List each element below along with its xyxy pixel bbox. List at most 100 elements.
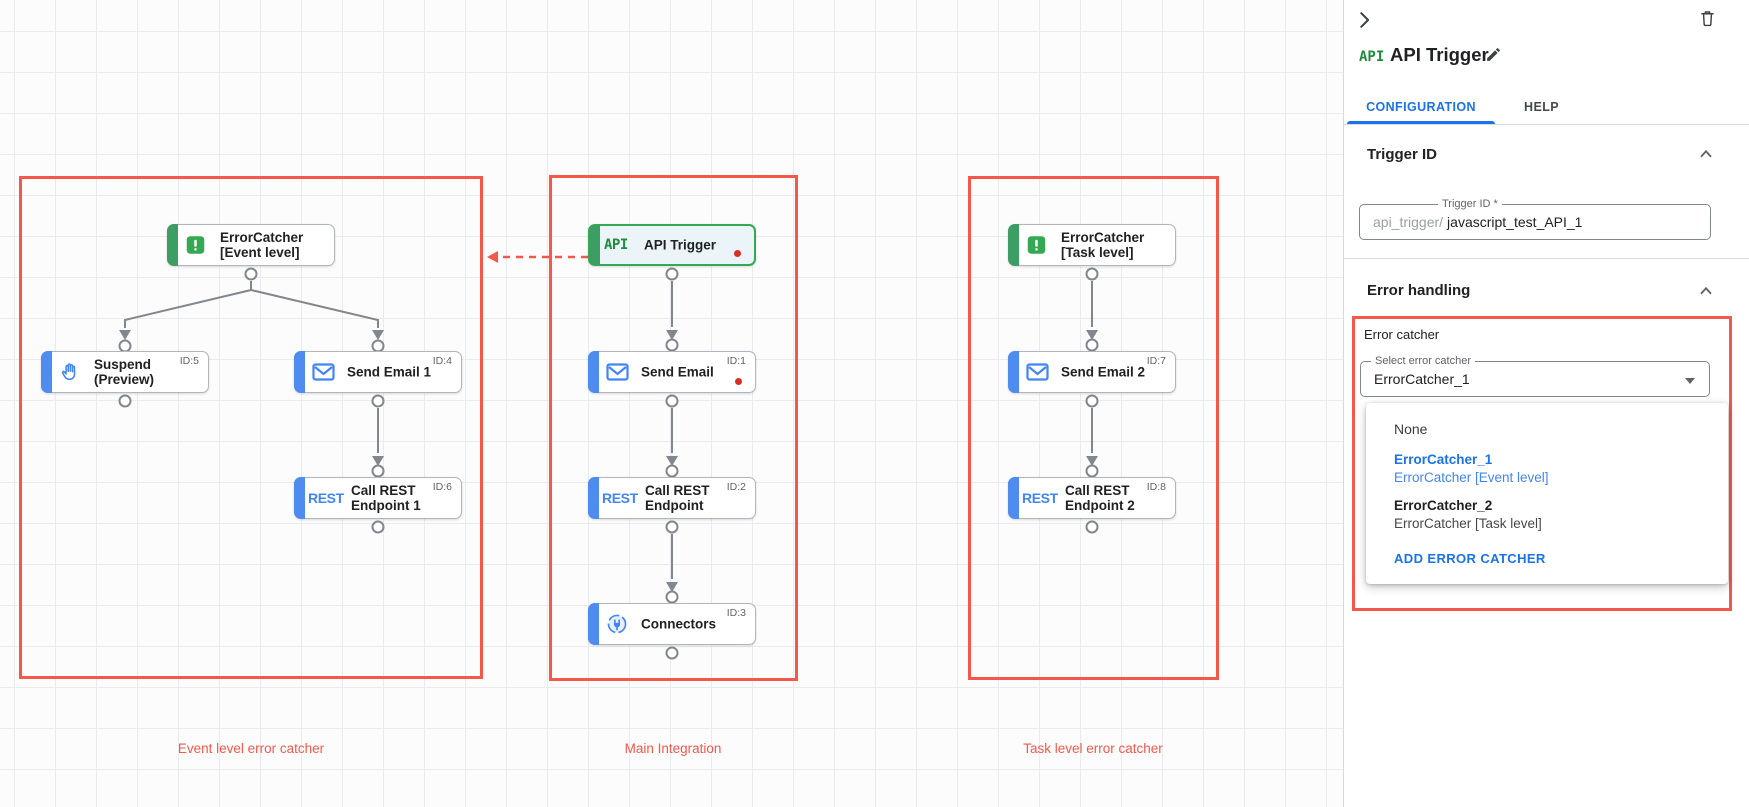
node-label: Send Email 1 — [347, 364, 432, 380]
node-label: Send Email 2 — [1061, 364, 1146, 380]
node-send-email-2[interactable]: Send Email 2 ID:7 — [1008, 351, 1176, 393]
collapse-trigger-id-button[interactable] — [1696, 144, 1716, 167]
rest-icon: REST — [602, 490, 638, 506]
rest-icon: REST — [308, 490, 344, 506]
api-icon: API — [604, 237, 628, 253]
error-catcher-group-label: Error catcher — [1364, 327, 1440, 342]
node-suspend[interactable]: Suspend(Preview) ID:5 — [41, 351, 209, 393]
chevron-right-icon — [1360, 12, 1370, 28]
chevron-up-icon — [1700, 149, 1712, 158]
node-errorcatcher-task-level[interactable]: ErrorCatcher[Task level] — [1008, 224, 1176, 266]
error-catcher-link-arrow — [487, 251, 588, 263]
node-send-email-1[interactable]: Send Email 1 ID:4 — [294, 351, 462, 393]
group-task-level-error-catcher — [968, 176, 1219, 680]
collapse-error-handling-button[interactable] — [1696, 281, 1716, 304]
node-label: Call REST — [351, 482, 416, 498]
section-error-handling: Error handling — [1367, 282, 1471, 299]
collapse-panel-button[interactable] — [1354, 9, 1374, 34]
active-tab-indicator — [1347, 121, 1495, 124]
node-errorcatcher-event-level[interactable]: ErrorCatcher[Event level] — [167, 224, 335, 266]
accent-bar — [588, 477, 599, 519]
label-main-integration: Main Integration — [624, 741, 722, 756]
rest-icon: REST — [1022, 490, 1058, 506]
hand-icon — [59, 361, 81, 383]
chevron-up-icon — [1700, 286, 1712, 295]
error-catcher-highlight-frame — [1352, 316, 1732, 611]
workflow-canvas[interactable]: ErrorCatcher[Event level] Suspend(Previe… — [0, 0, 1343, 807]
accent-bar — [588, 603, 599, 645]
option-none[interactable]: None — [1394, 421, 1428, 437]
section-divider — [1344, 258, 1749, 259]
option-errorcatcher-1[interactable]: ErrorCatcher_1 ErrorCatcher [Event level… — [1394, 452, 1549, 485]
config-panel: API API Trigger CONFIGURATION HELP Trigg… — [1343, 0, 1749, 807]
node-label: ErrorCatcher — [1061, 229, 1145, 245]
accent-bar — [588, 351, 599, 393]
trash-icon — [1701, 11, 1714, 27]
tab-configuration[interactable]: CONFIGURATION — [1366, 100, 1476, 114]
accent-bar — [294, 351, 305, 393]
edge-layer — [118, 251, 1099, 660]
accent-bar — [1008, 477, 1019, 519]
node-label: ErrorCatcher — [220, 229, 304, 245]
label-event-level-error-catcher: Event level error catcher — [177, 741, 325, 756]
task-id: ID:6 — [432, 481, 452, 493]
edge-arrowheads — [119, 330, 1098, 592]
edit-title-button[interactable] — [1485, 46, 1502, 66]
alert-dot — [735, 378, 742, 385]
task-id: ID:1 — [726, 355, 746, 367]
mail-icon — [1026, 363, 1049, 381]
select-error-catcher-label: Select error catcher — [1371, 355, 1475, 367]
connector-edges — [124, 281, 1093, 579]
section-trigger-id: Trigger ID — [1367, 146, 1438, 163]
node-api-trigger[interactable]: API API Trigger — [588, 224, 756, 266]
task-id: ID:2 — [726, 481, 746, 493]
task-id: ID:8 — [1146, 481, 1166, 493]
node-label: Send Email — [641, 364, 714, 380]
trigger-id-field-label: Trigger ID * — [1438, 198, 1502, 210]
mail-icon — [606, 363, 629, 381]
accent-bar — [1008, 224, 1019, 266]
accent-bar — [589, 225, 600, 265]
error-catcher-icon — [185, 235, 206, 256]
error-catcher-icon — [1026, 235, 1047, 256]
node-label: API Trigger — [644, 237, 717, 253]
error-catcher-select[interactable]: Select error catcher ErrorCatcher_1 — [1360, 355, 1710, 397]
delete-trigger-button[interactable] — [1698, 8, 1717, 32]
connection-ports[interactable] — [118, 267, 1099, 660]
add-error-catcher-button[interactable]: ADD ERROR CATCHER — [1394, 551, 1546, 566]
connector-plug-icon — [606, 613, 628, 635]
group-event-level-error-catcher — [19, 176, 483, 679]
node-label: Suspend — [94, 356, 152, 372]
dropdown-caret-icon[interactable] — [1685, 378, 1695, 384]
panel-title: API Trigger — [1390, 44, 1489, 65]
node-label: Call REST — [645, 482, 710, 498]
pencil-icon — [1487, 48, 1500, 61]
alert-dot — [734, 250, 741, 257]
group-main-integration — [549, 175, 798, 681]
node-connectors[interactable]: Connectors ID:3 — [588, 603, 756, 645]
selected-error-catcher: ErrorCatcher_1 — [1374, 371, 1470, 387]
option-errorcatcher-2[interactable]: ErrorCatcher_2 ErrorCatcher [Task level] — [1394, 498, 1542, 531]
tab-help[interactable]: HELP — [1524, 100, 1559, 114]
task-id: ID:4 — [432, 355, 452, 367]
trigger-id-prefix: api_trigger/ — [1373, 214, 1444, 230]
task-id: ID:5 — [179, 355, 199, 367]
accent-bar — [167, 224, 178, 266]
error-catcher-dropdown: None ErrorCatcher_1 ErrorCatcher [Event … — [1366, 403, 1728, 584]
label-task-level-error-catcher: Task level error catcher — [1023, 741, 1163, 756]
task-id: ID:3 — [726, 607, 746, 619]
accent-bar — [41, 351, 52, 393]
node-label: Call REST — [1065, 482, 1130, 498]
task-id: ID:7 — [1146, 355, 1166, 367]
accent-bar — [294, 477, 305, 519]
panel-tabs: CONFIGURATION HELP — [1344, 90, 1749, 125]
trigger-id-value[interactable]: javascript_test_API_1 — [1447, 214, 1583, 230]
accent-bar — [1008, 351, 1019, 393]
trigger-id-field[interactable]: Trigger ID * api_trigger/javascript_test… — [1359, 198, 1711, 240]
api-badge-icon: API — [1359, 49, 1385, 65]
node-send-email[interactable]: Send Email ID:1 — [588, 351, 756, 393]
mail-icon — [312, 363, 335, 381]
